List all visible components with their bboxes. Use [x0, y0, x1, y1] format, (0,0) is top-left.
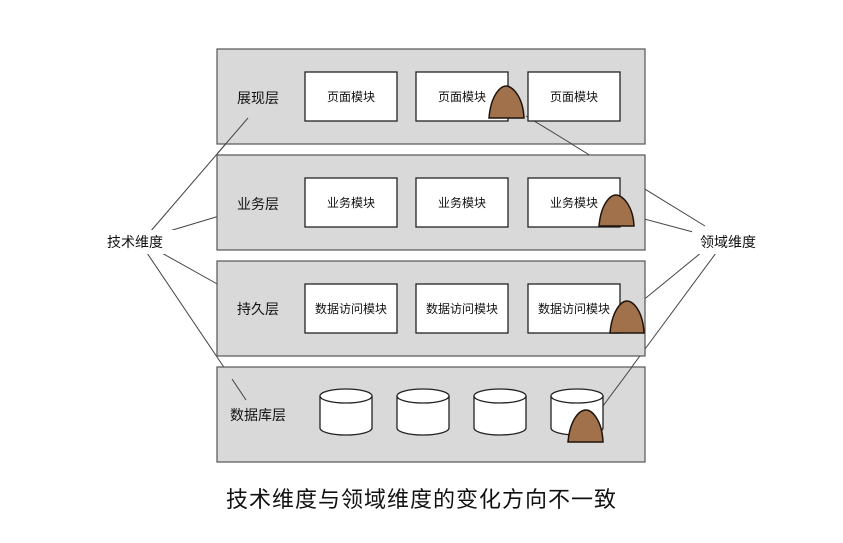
module-box [415, 177, 509, 228]
database-cylinder-icon [319, 388, 373, 436]
database-cylinder-icon [473, 388, 527, 436]
module-label: 页面模块 [327, 90, 375, 104]
technical-line-presentation-over [216, 117, 249, 155]
layer-label-persistence: 持久层 [237, 302, 279, 318]
diagram-caption: 技术维度与领域维度的变化方向不一致 [225, 488, 617, 513]
module-box [304, 283, 398, 334]
module-label: 数据访问模块 [426, 301, 498, 316]
layer-label-business: 业务层 [237, 197, 279, 213]
layer-label-presentation: 展现层 [237, 91, 279, 107]
module-label: 数据访问模块 [315, 301, 387, 316]
module-box [304, 177, 398, 228]
domain-dimension-label-bg [692, 230, 768, 254]
module-label: 数据访问模块 [538, 301, 610, 316]
technical-dimension-label-bg [98, 230, 174, 254]
module-box [527, 283, 621, 334]
technical-dimension-label: 技术维度 [107, 235, 163, 251]
technical-line-database-over [231, 378, 247, 401]
module-label: 业务模块 [550, 195, 598, 210]
domain-line-persistence [635, 251, 703, 307]
module-box [527, 71, 621, 122]
module-label: 业务模块 [438, 195, 486, 210]
domain-slice-shape [567, 409, 604, 443]
domain-slice-shape [609, 300, 645, 334]
module-label: 页面模块 [550, 90, 598, 104]
database-cylinder-icon [396, 388, 450, 436]
technical-line-business [165, 213, 227, 233]
module-box [304, 71, 398, 122]
layer-label-database: 数据库层 [230, 408, 286, 424]
module-label: 页面模块 [438, 90, 486, 104]
module-box [415, 283, 509, 334]
domain-slice-shape [488, 85, 525, 119]
domain-dimension-label: 领域维度 [700, 235, 756, 251]
domain-slice-shape [598, 194, 635, 227]
module-label: 业务模块 [327, 195, 375, 210]
